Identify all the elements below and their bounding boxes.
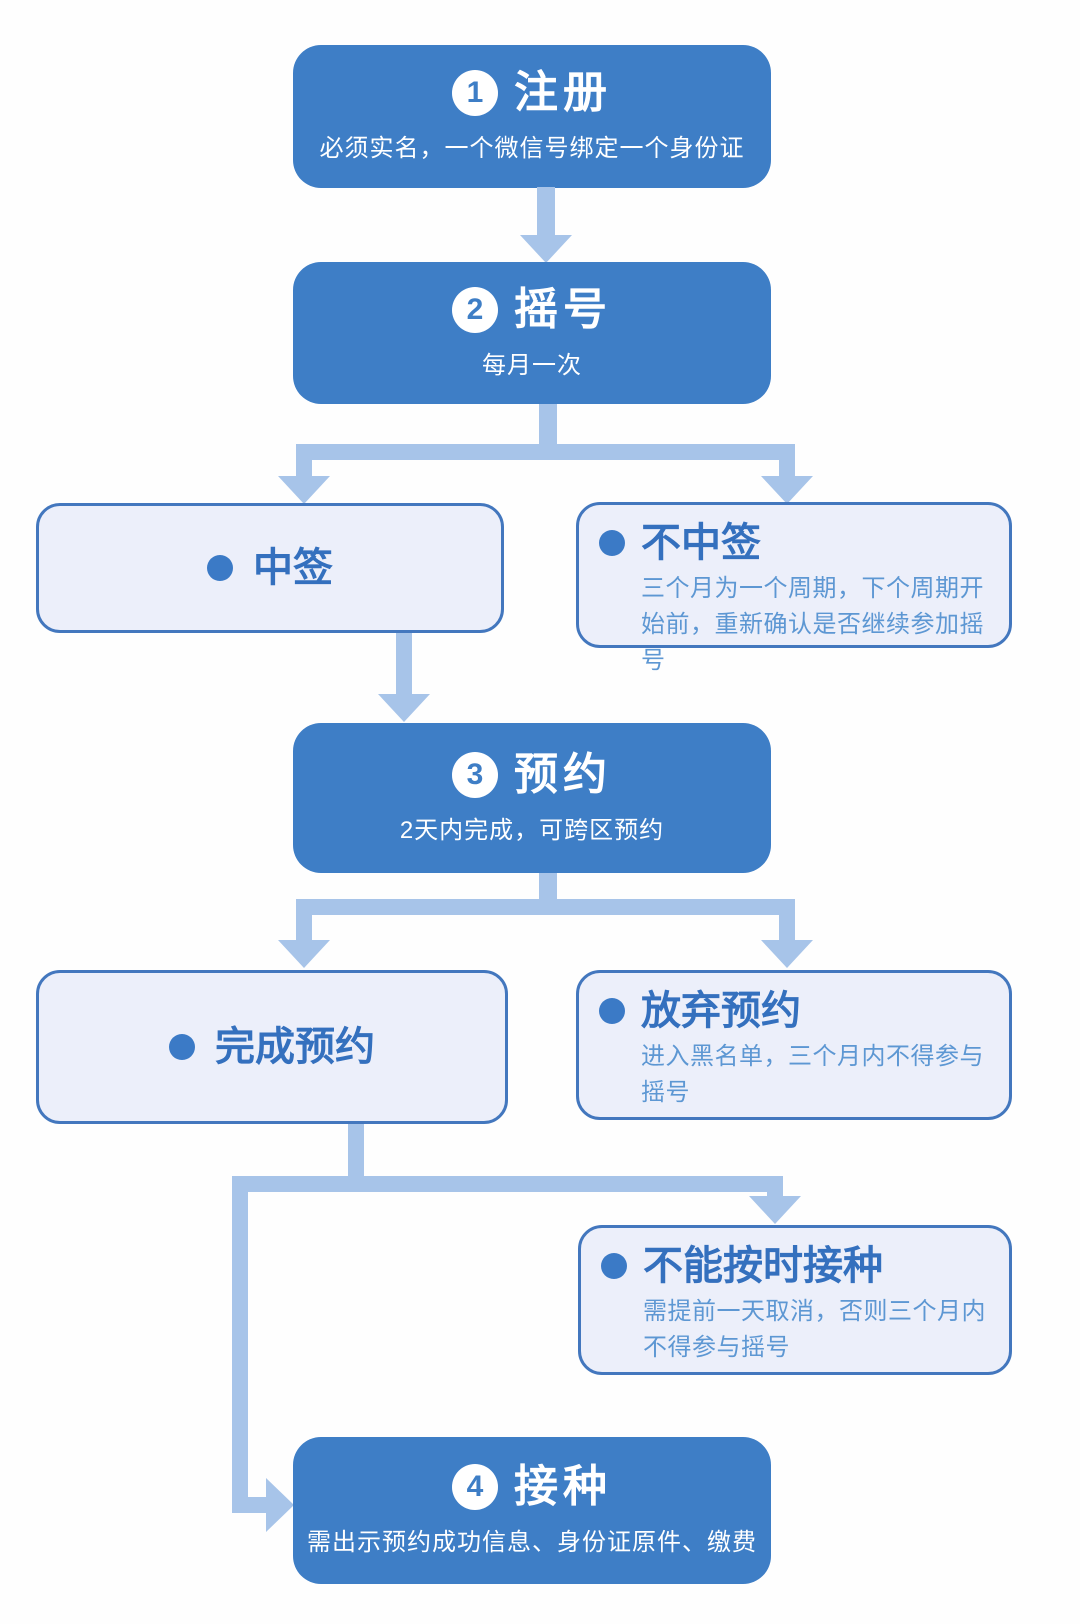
arrow-down-icon <box>761 940 813 968</box>
arrow-down-icon <box>278 940 330 968</box>
step-vaccinate-heading: 4 接种 <box>452 1464 612 1510</box>
connector-line <box>539 404 557 446</box>
outcome-miss-detail: 需提前一天取消，否则三个月内不得参与摇号 <box>643 1298 986 1361</box>
step-box-register: 1 注册 必须实名，一个微信号绑定一个身份证 <box>293 45 771 188</box>
arrow-right-icon <box>266 1478 294 1532</box>
connector-line <box>396 633 412 695</box>
outcome-lose-detail: 三个月为一个周期，下个周期开始前，重新确认是否继续参加摇号 <box>641 575 984 674</box>
connector-line <box>539 873 557 901</box>
step-lottery-subtitle: 每月一次 <box>482 351 582 379</box>
step-register-title: 注册 <box>514 68 612 117</box>
step-register-subtitle: 必须实名，一个微信号绑定一个身份证 <box>319 135 745 162</box>
outcome-lose-heading: 不中签 <box>599 521 997 565</box>
bullet-dot-icon <box>599 998 625 1024</box>
outcome-box-miss-appointment: 不能按时接种 需提前一天取消，否则三个月内不得参与摇号 <box>578 1225 1012 1375</box>
step-box-vaccinate: 4 接种 需出示预约成功信息、身份证原件、缴费 <box>293 1437 771 1584</box>
arrow-down-icon <box>378 694 430 722</box>
step-box-reserve: 3 预约 2天内完成，可跨区预约 <box>293 723 771 873</box>
connector-line <box>296 458 312 478</box>
step-lottery-heading: 2 摇号 <box>452 284 612 334</box>
arrow-down-icon <box>761 476 813 504</box>
bullet-dot-icon <box>207 555 233 581</box>
outcome-abandon-heading: 放弃预约 <box>599 989 997 1033</box>
outcome-box-lose: 不中签 三个月为一个周期，下个周期开始前，重新确认是否继续参加摇号 <box>576 502 1012 674</box>
connector-line <box>779 913 795 941</box>
outcome-win-title: 中签 <box>253 546 333 590</box>
arrow-down-icon <box>278 476 330 504</box>
step-box-lottery: 2 摇号 每月一次 <box>293 262 771 404</box>
connector-line <box>296 444 795 460</box>
connector-line <box>232 1176 248 1513</box>
outcome-abandon-detail: 进入黑名单，三个月内不得参与摇号 <box>641 1043 984 1106</box>
bullet-dot-icon <box>169 1034 195 1060</box>
step-reserve-title: 预约 <box>514 749 612 799</box>
step-vaccinate-subtitle: 需出示预约成功信息、身份证原件、缴费 <box>307 1529 757 1556</box>
outcome-miss-title: 不能按时接种 <box>643 1244 883 1288</box>
step-3-number-badge-icon: 3 <box>452 751 498 798</box>
step-reserve-subtitle: 2天内完成，可跨区预约 <box>399 816 665 844</box>
outcome-complete-title: 完成预约 <box>215 1025 375 1069</box>
arrow-down-icon <box>520 235 572 263</box>
step-2-number-badge-icon: 2 <box>452 286 498 333</box>
connector-line <box>232 1176 783 1192</box>
outcome-lose-title: 不中签 <box>641 521 761 565</box>
outcome-abandon-title: 放弃预约 <box>641 989 801 1033</box>
connector-line <box>296 899 795 915</box>
outcome-box-win: 中签 <box>36 503 504 633</box>
connector-line <box>767 1190 783 1198</box>
outcome-miss-heading: 不能按时接种 <box>601 1244 997 1288</box>
step-lottery-title: 摇号 <box>514 284 612 334</box>
connector-line <box>296 913 312 941</box>
step-vaccinate-title: 接种 <box>514 1462 612 1511</box>
connector-line <box>348 1124 364 1178</box>
arrow-down-icon <box>749 1196 801 1224</box>
step-reserve-heading: 3 预约 <box>452 749 612 799</box>
connector-line <box>537 187 555 235</box>
bullet-dot-icon <box>599 530 625 556</box>
bullet-dot-icon <box>601 1253 627 1279</box>
outcome-box-abandon: 放弃预约 进入黑名单，三个月内不得参与摇号 <box>576 970 1012 1120</box>
connector-line <box>779 458 795 478</box>
outcome-box-complete: 完成预约 <box>36 970 508 1124</box>
step-4-number-badge-icon: 4 <box>452 1464 498 1510</box>
connector-line <box>232 1497 268 1513</box>
step-register-heading: 1 注册 <box>452 70 612 116</box>
step-1-number-badge-icon: 1 <box>452 70 498 116</box>
